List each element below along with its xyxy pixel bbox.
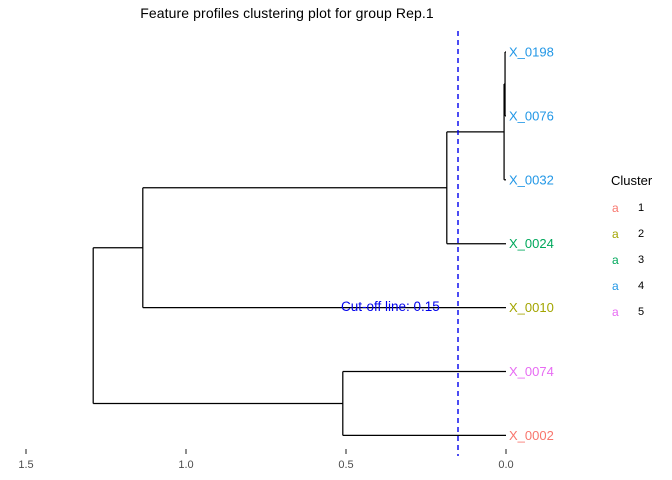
legend-entry-label: 5 xyxy=(638,306,645,318)
plot-title: Feature profiles clustering plot for gro… xyxy=(140,5,434,21)
legend-entry-label: 3 xyxy=(638,254,645,266)
x-axis-tick-label: 0.5 xyxy=(338,459,353,471)
leaf-label-X_0010: X_0010 xyxy=(509,300,554,315)
leaf-label-X_0032: X_0032 xyxy=(509,172,554,187)
x-axis-tick-label: 1.0 xyxy=(178,459,193,471)
x-axis-tick-label: 1.5 xyxy=(18,459,33,471)
legend-key-glyph: a xyxy=(612,227,619,241)
legend-title: Cluster xyxy=(611,173,653,188)
legend-entry-label: 4 xyxy=(638,280,645,292)
legend-key-glyph: a xyxy=(612,201,619,215)
leaf-label-X_0198: X_0198 xyxy=(509,45,554,60)
legend-key-glyph: a xyxy=(612,305,619,319)
legend-key-glyph: a xyxy=(612,279,619,293)
legend-entry-label: 2 xyxy=(638,228,645,240)
legend-key-glyph: a xyxy=(612,253,619,267)
leaf-label-X_0002: X_0002 xyxy=(509,428,554,443)
leaf-label-X_0076: X_0076 xyxy=(509,108,554,123)
legend-entry-label: 1 xyxy=(638,202,645,214)
x-axis-tick-label: 0.0 xyxy=(498,459,513,471)
leaf-label-X_0024: X_0024 xyxy=(509,236,554,251)
cutoff-label: Cut-off line: 0.15 xyxy=(341,299,440,314)
leaf-label-X_0074: X_0074 xyxy=(509,364,554,379)
